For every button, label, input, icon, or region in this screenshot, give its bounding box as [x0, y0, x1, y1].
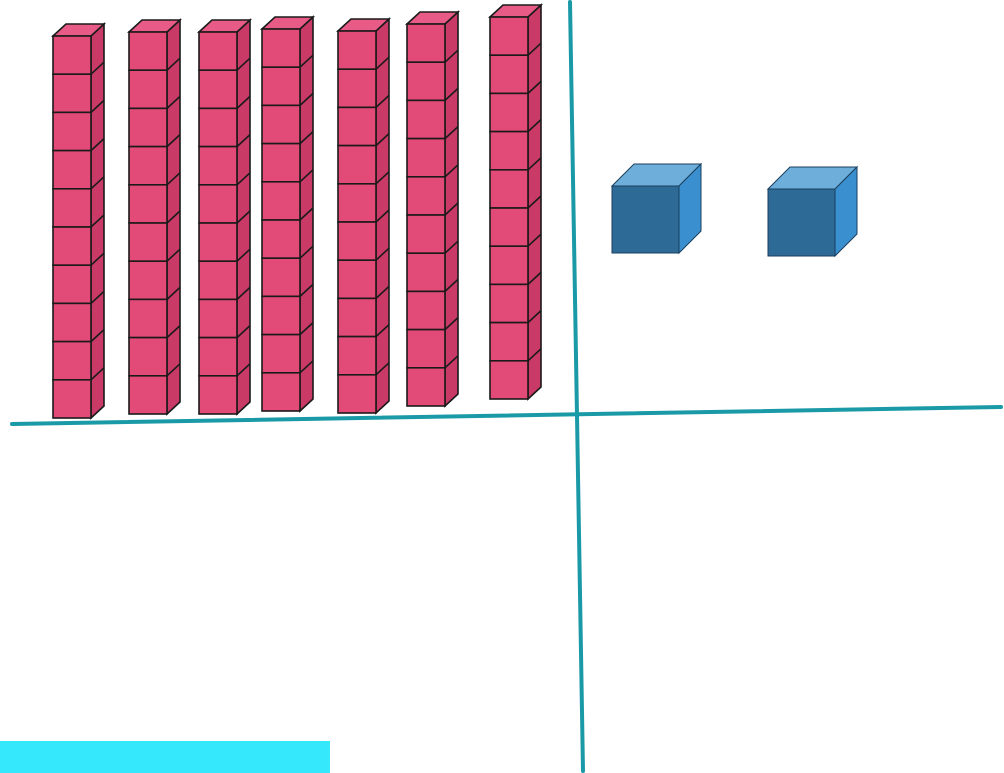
- ten-rod-unit-cell: [262, 258, 300, 296]
- ten-rod-unit-cell: [407, 24, 445, 62]
- ten-rod-unit-cell: [407, 100, 445, 138]
- ten-rod-unit-cell: [490, 17, 528, 55]
- ten-rod-unit-cell: [262, 144, 300, 182]
- ten-rod-unit-cell: [338, 31, 376, 69]
- ten-rod-unit-cell: [199, 32, 237, 70]
- ten-rod: [129, 20, 180, 414]
- ten-rod: [199, 20, 250, 414]
- ten-rod-unit-cell: [262, 182, 300, 220]
- ten-rod-unit-cell: [407, 215, 445, 253]
- ten-rod-unit-cell: [199, 338, 237, 376]
- ten-rod-unit-cell: [53, 189, 91, 227]
- vertical-divider-line: [570, 2, 583, 771]
- ten-rod-unit-cell: [199, 108, 237, 146]
- tens-region: [53, 5, 541, 418]
- ten-rod-unit-cell: [490, 132, 528, 170]
- ten-rod-unit-cell: [53, 227, 91, 265]
- ten-rod-unit-cell: [53, 342, 91, 380]
- ten-rod-unit-cell: [53, 303, 91, 341]
- ten-rod-unit-cell: [129, 147, 167, 185]
- ten-rod-unit-cell: [262, 67, 300, 105]
- ten-rod-unit-cell: [338, 184, 376, 222]
- ten-rod-unit-cell: [129, 299, 167, 337]
- ten-rod-unit-cell: [53, 380, 91, 418]
- ten-rod-unit-cell: [199, 261, 237, 299]
- ten-rod-unit-cell: [129, 108, 167, 146]
- ten-rod-unit-cell: [199, 70, 237, 108]
- ten-rod-unit-cell: [407, 62, 445, 100]
- ten-rod-unit-cell: [53, 265, 91, 303]
- ten-rod-unit-cell: [407, 253, 445, 291]
- ten-rod-unit-cell: [129, 32, 167, 70]
- ten-rod: [53, 24, 104, 418]
- ten-rod-unit-cell: [338, 146, 376, 184]
- ten-rod-unit-cell: [490, 170, 528, 208]
- ten-rod-unit-cell: [407, 368, 445, 406]
- unit-cube: [612, 164, 701, 253]
- ten-rod-unit-cell: [262, 335, 300, 373]
- ten-rod-unit-cell: [129, 70, 167, 108]
- unit-cube-front-face: [768, 189, 835, 256]
- ten-rod-unit-cell: [407, 177, 445, 215]
- ten-rod-unit-cell: [53, 151, 91, 189]
- ten-rod-unit-cell: [490, 284, 528, 322]
- answer-highlight-bar[interactable]: [0, 741, 330, 773]
- ones-region: [612, 164, 857, 256]
- ten-rod-unit-cell: [199, 376, 237, 414]
- ten-rod-unit-cell: [53, 36, 91, 74]
- ten-rod-unit-cell: [338, 222, 376, 260]
- ten-rod-unit-cell: [338, 298, 376, 336]
- ten-rod-unit-cell: [490, 208, 528, 246]
- ten-rod-unit-cell: [199, 185, 237, 223]
- ten-rod-unit-cell: [129, 376, 167, 414]
- ten-rod-unit-cell: [490, 323, 528, 361]
- unit-cube-front-face: [612, 186, 679, 253]
- ten-rod-unit-cell: [129, 261, 167, 299]
- ten-rod-unit-cell: [407, 291, 445, 329]
- ten-rod-unit-cell: [129, 338, 167, 376]
- ten-rod-unit-cell: [338, 69, 376, 107]
- ten-rod-unit-cell: [338, 107, 376, 145]
- unit-cube: [768, 167, 857, 256]
- ten-rod-unit-cell: [338, 260, 376, 298]
- ten-rod-unit-cell: [53, 112, 91, 150]
- ten-rod-unit-cell: [338, 375, 376, 413]
- ten-rod-unit-cell: [199, 147, 237, 185]
- ten-rod: [338, 19, 389, 413]
- ten-rod-unit-cell: [338, 337, 376, 375]
- ten-rod-unit-cell: [53, 74, 91, 112]
- ten-rod-unit-cell: [199, 223, 237, 261]
- ten-rod-unit-cell: [490, 55, 528, 93]
- ten-rod-unit-cell: [490, 246, 528, 284]
- ten-rod-unit-cell: [262, 373, 300, 411]
- ten-rod-unit-cell: [407, 330, 445, 368]
- ten-rod: [262, 17, 313, 411]
- ten-rod-unit-cell: [199, 299, 237, 337]
- ten-rod: [490, 5, 541, 399]
- ten-rod-unit-cell: [262, 296, 300, 334]
- ten-rod-unit-cell: [262, 29, 300, 67]
- ten-rod-unit-cell: [262, 220, 300, 258]
- ten-rod-unit-cell: [129, 223, 167, 261]
- ten-rod-unit-cell: [490, 93, 528, 131]
- ten-rod-unit-cell: [129, 185, 167, 223]
- ten-rod-unit-cell: [490, 361, 528, 399]
- ten-rod-unit-cell: [407, 139, 445, 177]
- ten-rod: [407, 12, 458, 406]
- ten-rod-unit-cell: [262, 105, 300, 143]
